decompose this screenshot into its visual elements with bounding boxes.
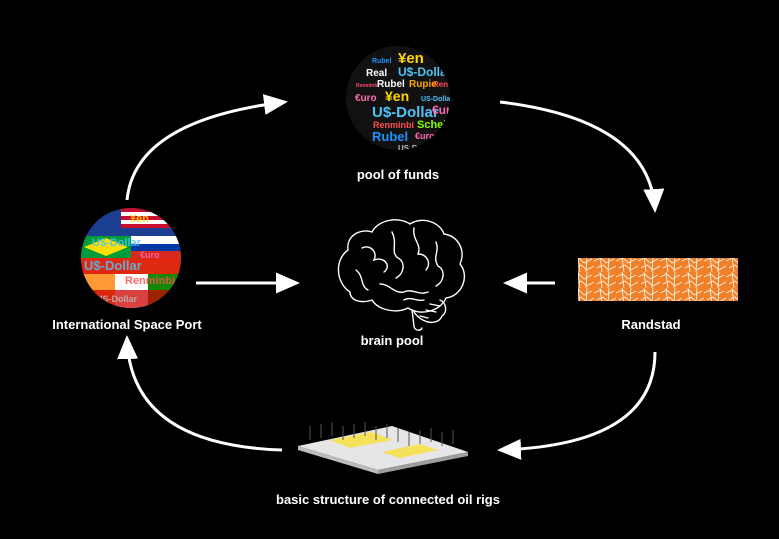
currency-word: Renminbi [373, 120, 414, 130]
currency-word: €uro [415, 131, 435, 141]
currency-word: Real [366, 68, 387, 79]
currency-word: €uro [355, 93, 377, 104]
currency-word: U$-Dollar [372, 104, 439, 121]
currency-word: U$-Dollar [92, 237, 142, 249]
label-oil-rigs: basic structure of connected oil rigs [276, 492, 500, 507]
currency-word: €uro [140, 250, 160, 260]
label-brain-pool: brain pool [361, 333, 424, 348]
currency-word: US-Dollar [398, 144, 434, 153]
currency-word: ¥en [398, 50, 424, 67]
label-space-port: International Space Port [52, 317, 202, 332]
currency-word: U$-Dollar [84, 258, 142, 273]
currency-word: Renminbi [125, 275, 175, 287]
arrow-randstad-to-rigs [497, 351, 657, 460]
arrow-rigs-to-port [117, 335, 283, 452]
currency-word: ¥en [130, 213, 149, 225]
currency-word: US-Dollar [421, 96, 453, 103]
currency-word: Renminbi [356, 83, 379, 89]
currency-word: Rubel [377, 79, 405, 90]
currency-word: Renminbi [433, 80, 469, 89]
randstad-image [578, 258, 738, 301]
currency-word: U$-Dollar [398, 65, 452, 79]
currency-word: US-Dollar [96, 294, 138, 304]
currency-word: €uro [432, 103, 458, 117]
oil-rigs-image [298, 422, 468, 474]
currency-word: Rubel [372, 58, 392, 65]
currency-word: ¥en [385, 88, 409, 104]
brain-icon [337, 219, 465, 331]
currency-word: Schekel [417, 119, 459, 131]
currency-word: Rupie [409, 79, 437, 90]
currency-word: Rubel [372, 129, 408, 144]
arrow-funds-to-randstad [499, 100, 665, 213]
label-randstad: Randstad [621, 317, 680, 332]
arrow-port-to-funds [125, 94, 288, 201]
space-port-image: ¥enU$-DollarU$-DollarRenminbiUS-Dollar€u… [81, 208, 181, 308]
label-pool-of-funds: pool of funds [357, 167, 439, 182]
